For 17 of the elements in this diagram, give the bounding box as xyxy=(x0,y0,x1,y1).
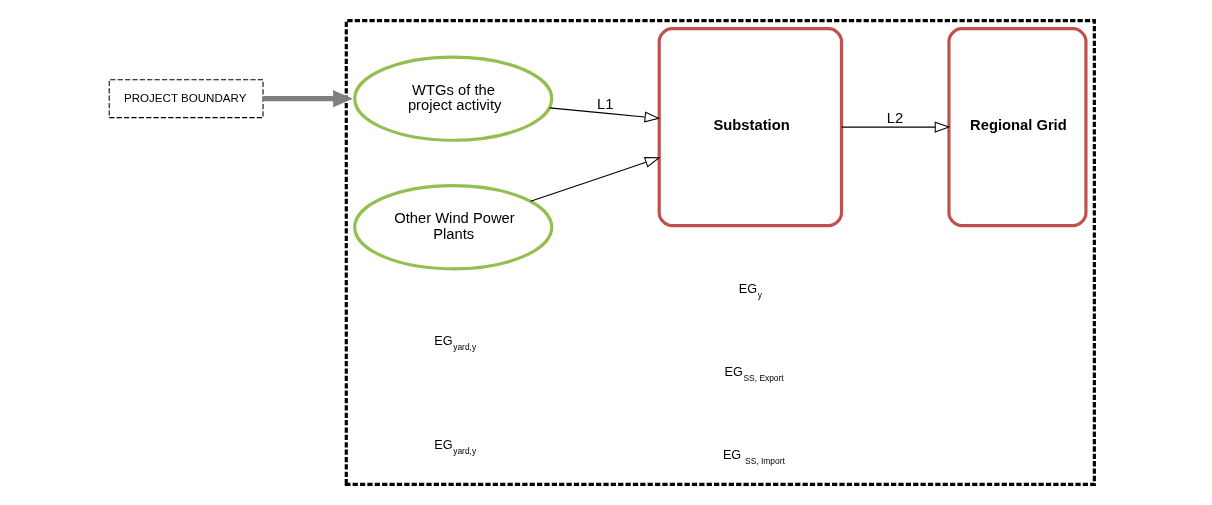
arrow xyxy=(549,107,661,123)
label: EG$_{SS, Export}$ xyxy=(724,364,784,383)
node-box: Substation xyxy=(657,27,844,228)
edge-label: L1 xyxy=(597,96,614,113)
node-ellipse: Other Wind Power Plants xyxy=(353,184,554,271)
edge-label: L2 xyxy=(886,110,904,127)
label: EG$_{yard,y}$ xyxy=(434,437,477,456)
node-box: PROJECT BOUNDARY xyxy=(108,79,264,119)
label: EG$_{y}$ xyxy=(738,281,762,300)
label: EG$_{yard,y}$ xyxy=(434,334,477,353)
label: EG $_{SS, Import}$ xyxy=(722,448,785,467)
arrow xyxy=(530,157,661,202)
arrow xyxy=(263,90,353,108)
arrow xyxy=(841,121,951,133)
cluster xyxy=(344,19,1096,486)
node-box: Regional Grid xyxy=(947,27,1088,228)
node-ellipse: WTGs of the project activity xyxy=(353,55,554,142)
